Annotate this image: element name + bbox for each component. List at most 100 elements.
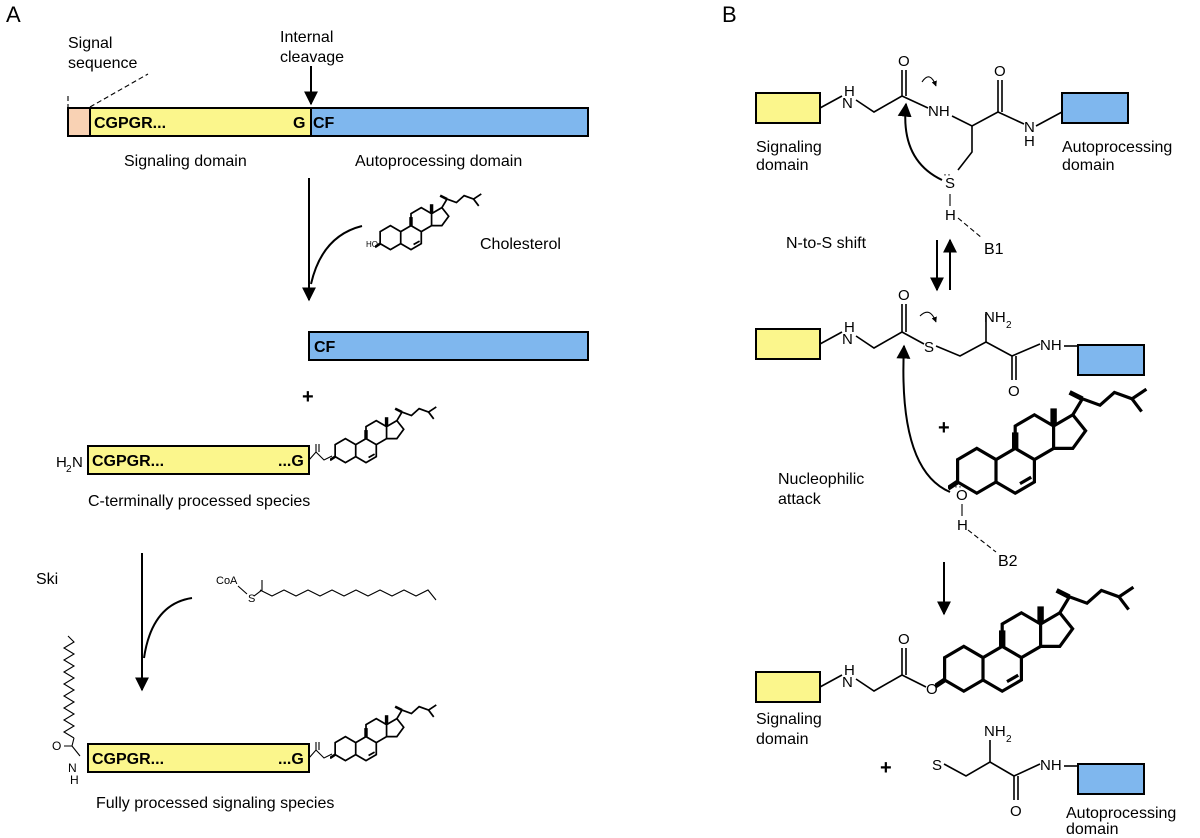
h2n-subscript: 2 [66,464,72,475]
cholesterol-structure [375,192,484,252]
b-autoprocessing-box-3 [1077,763,1145,795]
c-terminal-species-label: C-terminally processed species [88,493,310,510]
b2-bond-a [819,331,843,345]
b1-dash-to-b1 [957,217,983,239]
cf-fragment-box [308,331,589,361]
fully-processed-seq-start: CGPGR... [92,751,164,768]
b4-o: O [1010,803,1022,820]
internal-cleavage-label-1: Internal [280,29,333,46]
thioester-s: S [248,593,255,605]
b2-base-label: B2 [998,553,1018,570]
signal-sequence-label-2: sequence [68,55,137,72]
b1-signaling-label-1: Signaling [756,139,822,156]
b2-nh: NH [1040,337,1062,354]
b1-autoprocessing-label-2: domain [1062,157,1114,174]
panel-a-letter: A [6,2,21,27]
cf-fragment-label: CF [314,339,336,356]
palmitoyl-chain [237,580,437,601]
b2-carboxyl [985,341,1041,380]
b1-bond-a [819,95,843,109]
b1-cys-n: N [1024,119,1035,136]
b-signaling-box-2 [755,328,821,360]
b1-amide-bond [901,95,929,109]
b1-to-auto-bond [1035,111,1063,127]
b-cholesterol-lone-pair: ·· [954,479,962,493]
precursor-seq-start: CGPGR... [94,115,166,132]
b2-o: O [1008,383,1020,400]
amide-o: O [52,739,61,753]
b2-nh-n: N [842,331,853,348]
b3-signaling-label-2: domain [756,731,808,748]
processed-seq-start: CGPGR... [92,453,164,470]
amide-nh: N [68,761,77,775]
b-cholesterol-h: H [957,517,968,534]
b1-nh-n: N [842,95,853,112]
ski-label: Ski [36,571,58,588]
b1-signaling-label-2: domain [756,157,808,174]
n-to-s-shift-label: N-to-S shift [786,235,867,252]
b2-backbone [855,304,907,349]
b1-cys-o: O [994,63,1006,80]
signal-sequence-label-1: Signal [68,35,112,52]
b1-backbone [855,70,907,113]
plus-sign-a: + [302,386,314,408]
b3-nh-n: N [842,674,853,691]
b1-side-chain [957,126,973,171]
b3-ester-o: O [926,681,938,698]
palmitoyl-chain-attached [62,635,76,739]
h2n-n: N [72,454,83,471]
b-signaling-box-1 [755,92,821,124]
b4-nh: NH [1040,757,1062,774]
autoprocessing-domain-box [310,107,589,137]
signal-sequence-box [67,107,91,137]
b2-sulfur: S [924,339,934,356]
b3-nh-h: H [844,662,855,679]
palmitoyl-input-curve [143,597,193,659]
panel-a: A Signal sequence Internal cleavage CGPG… [6,2,589,812]
ester-linkage-1 [308,444,333,461]
b4-autoprocessing-label-2: domain [1066,821,1118,838]
internal-cleavage-label-2: cleavage [280,49,344,66]
b1-nh-h: H [844,83,855,100]
b2-thioester-bond [901,331,925,345]
cholesterol-ester-structure-1 [330,405,439,465]
b4-carboxyl [989,761,1041,800]
b1-lone-pair: ·· [943,167,951,181]
plus-sign-b1: + [938,417,950,439]
b4-nh2-n: NH [984,723,1006,740]
panel-b: B H N O NH O N H S ·· H B1 Signaling dom… [722,2,1176,838]
b3-signaling-label-1: Signaling [756,711,822,728]
ester-linkage-2 [308,742,333,759]
b4-sulfur: S [932,757,942,774]
cholesterol-ho: HO [366,240,378,249]
b1-base-label: B1 [984,241,1004,258]
b3-carbonyl-o: O [898,631,910,648]
b3-ester-backbone [855,648,927,692]
precursor-seq-cf: CF [313,115,335,132]
cholesterol-ester-structure-2 [330,703,439,763]
b1-cys-backbone [951,80,1003,127]
b2-curved-arrow [919,311,937,323]
signal-pointer-line-right [89,73,149,108]
amide-bond [64,737,81,757]
b1-attack-arrow [897,102,943,181]
b-cholesterol-ester-structure [935,587,1133,691]
b4-nh2-sub: 2 [1006,734,1012,745]
fully-processed-signaling-box [87,743,310,773]
signaling-domain-label: Signaling domain [124,153,247,170]
nucleophilic-attack-arrow [896,344,951,493]
precursor-seq-g: G [293,115,305,132]
b-cholesterol-o: O [956,487,968,504]
b-autoprocessing-box-1 [1061,92,1129,124]
b1-nh-2: NH [928,103,950,120]
fully-processed-seq-end: ...G [278,751,304,768]
b-cholesterol-structure [948,389,1146,493]
nucleophilic-label-1: Nucleophilic [778,471,864,488]
b1-curved-arrow [921,76,937,87]
b-signaling-box-3 [755,671,821,703]
b-autoprocessing-box-2 [1077,344,1145,376]
b4-autoprocessing-label-1: Autoprocessing [1066,805,1176,822]
plus-sign-b2: + [880,757,892,779]
b4-side-chain [943,740,991,777]
